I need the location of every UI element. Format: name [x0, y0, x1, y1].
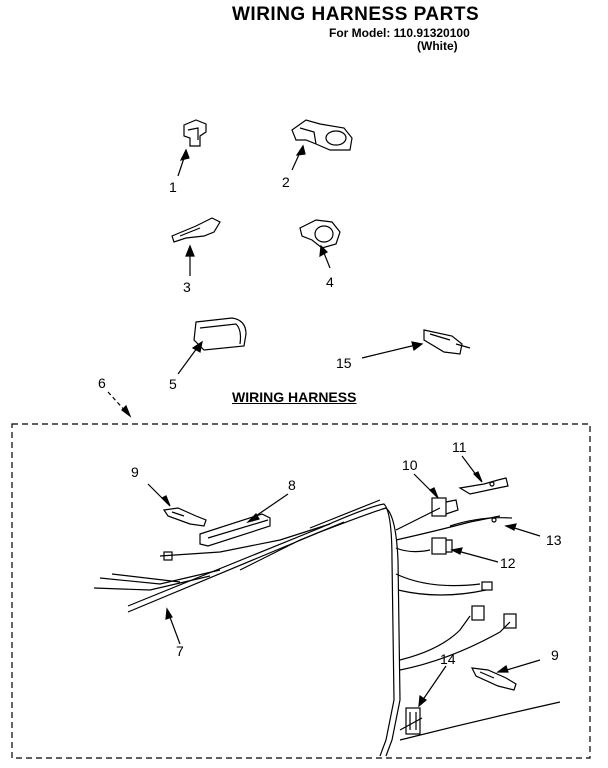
callout-5: 5	[169, 376, 177, 392]
callout-11: 11	[452, 439, 467, 455]
part-14-connector[interactable]	[405, 707, 421, 735]
callout-numbers: 1 2 3 4 5 6 7 8 9 9 10 11 12 13 14 15	[98, 174, 562, 667]
callout-6: 6	[98, 375, 106, 391]
part-4-grommet[interactable]	[299, 219, 341, 249]
model-number: For Model: 110.91320100	[329, 26, 470, 40]
color-variant: (White)	[417, 39, 458, 53]
callout-8: 8	[288, 477, 296, 493]
callout-10: 10	[402, 457, 418, 473]
part-9-terminal-right[interactable]	[470, 667, 517, 691]
part-10-connector[interactable]	[431, 497, 459, 517]
callout-7: 7	[176, 643, 184, 659]
callout-12: 12	[500, 555, 516, 571]
leader-arrows-upper	[177, 144, 424, 375]
part-5-sleeve[interactable]	[193, 317, 247, 351]
callout-1: 1	[169, 179, 177, 195]
leader-arrow-6	[107, 391, 132, 418]
branch-connectors	[163, 551, 517, 629]
part-8-connector-block[interactable]	[199, 513, 271, 547]
callout-9-left: 9	[131, 464, 139, 480]
callout-2: 2	[282, 174, 290, 190]
part-11-terminal[interactable]	[458, 477, 509, 495]
part-2-bracket[interactable]	[291, 119, 353, 151]
callout-15: 15	[336, 355, 352, 371]
callout-3: 3	[183, 279, 191, 295]
callout-13: 13	[546, 532, 562, 548]
part-3-clip[interactable]	[171, 217, 221, 243]
callout-14: 14	[440, 651, 456, 667]
callout-4: 4	[326, 274, 334, 290]
part-15-connector[interactable]	[423, 329, 471, 355]
harness-boundary	[11, 423, 591, 759]
part-12-connector[interactable]	[431, 537, 453, 555]
part-13-wire[interactable]	[449, 517, 513, 527]
leader-arrows-harness	[147, 455, 541, 708]
callout-9-right: 9	[551, 647, 559, 663]
wiring-harness-bundle[interactable]	[93, 499, 561, 757]
page-title: WIRING HARNESS PARTS	[232, 4, 480, 25]
part-9-terminal-left[interactable]	[162, 507, 207, 527]
part-1-clip[interactable]	[183, 119, 207, 147]
wiring-harness-heading: WIRING HARNESS	[232, 389, 357, 405]
